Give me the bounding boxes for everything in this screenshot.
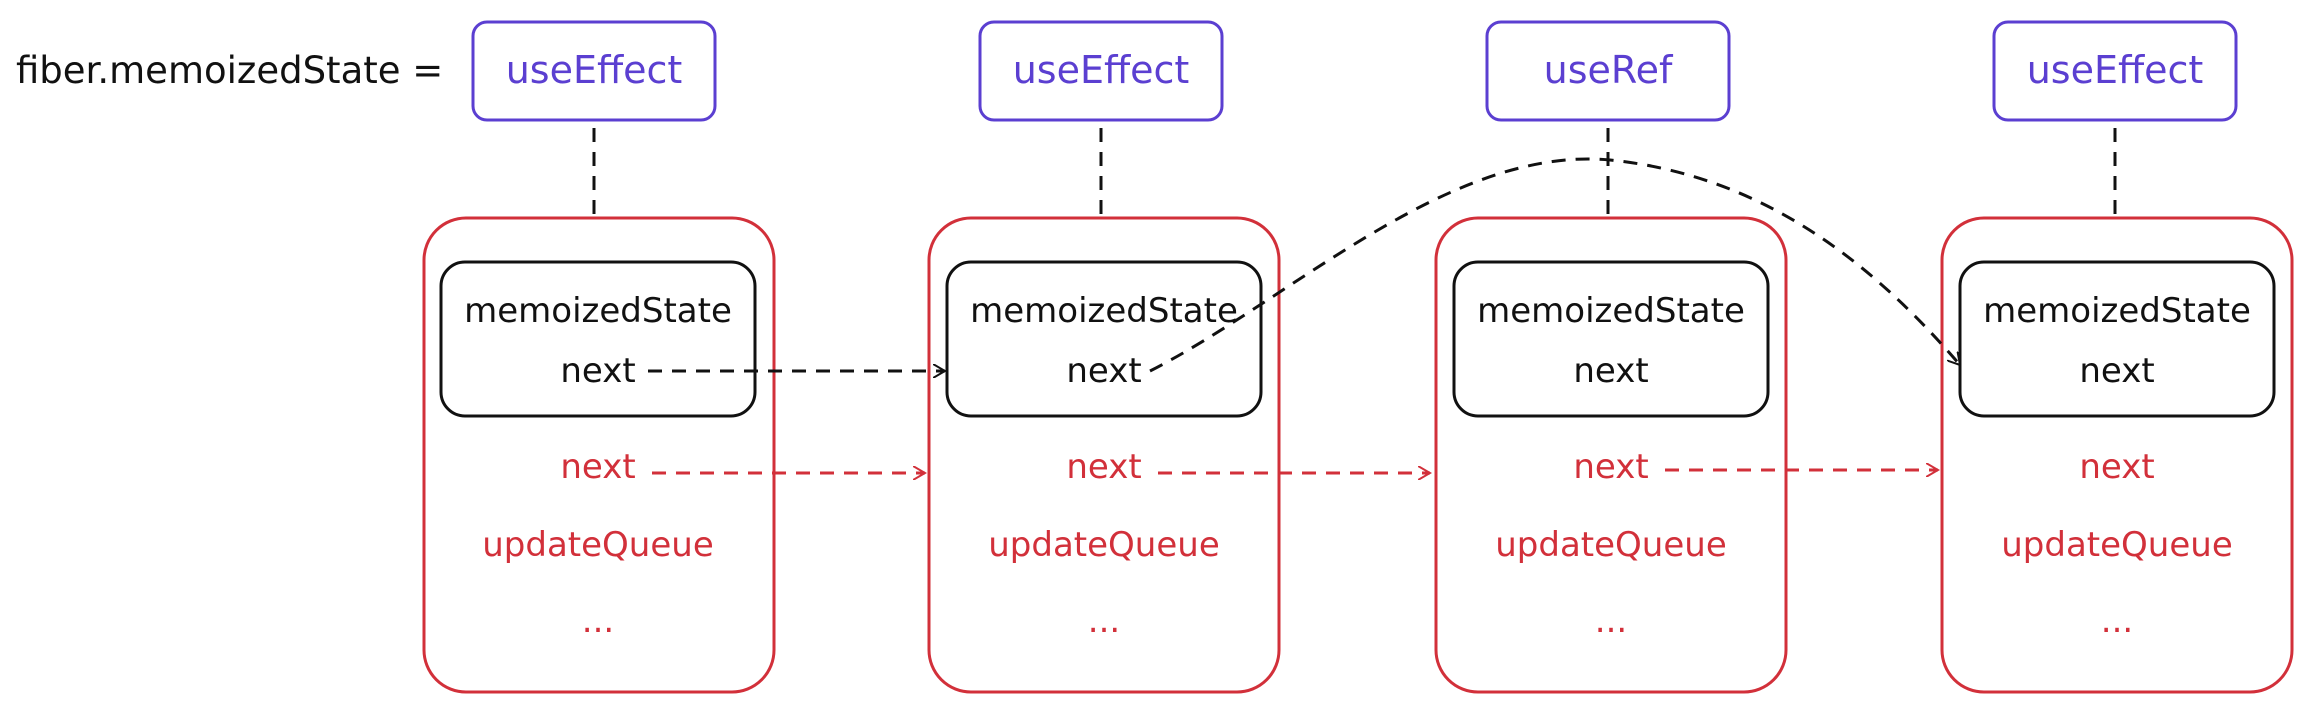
fiber-node-box bbox=[422, 216, 776, 694]
inner-memoized-state: memoizedState bbox=[1477, 291, 1745, 331]
fiber-next: next bbox=[1573, 447, 1648, 487]
hook-label-box bbox=[471, 20, 717, 122]
hook-column-4: useEffect memoizedState next next update… bbox=[1940, 20, 2294, 694]
hook-column-1: useEffect memoizedState next next update… bbox=[422, 20, 776, 694]
fiber-ellipsis: ... bbox=[1595, 601, 1627, 641]
fiber-next: next bbox=[1066, 447, 1141, 487]
hook-next-arrow-2-to-4 bbox=[1149, 157, 1960, 373]
hook-label: useEffect bbox=[2027, 48, 2204, 92]
inner-next: next bbox=[1573, 351, 1648, 391]
hook-state-box bbox=[945, 260, 1263, 418]
fiber-update-queue: updateQueue bbox=[988, 525, 1220, 565]
fiber-next: next bbox=[2079, 447, 2154, 487]
fiber-update-queue: updateQueue bbox=[482, 525, 714, 565]
hook-label-box bbox=[978, 20, 1224, 122]
hook-state-box bbox=[1958, 260, 2276, 418]
hook-label: useEffect bbox=[1013, 48, 1190, 92]
inner-memoized-state: memoizedState bbox=[970, 291, 1238, 331]
inner-memoized-state: memoizedState bbox=[464, 291, 732, 331]
fiber-node-box bbox=[1940, 216, 2294, 694]
inner-memoized-state: memoizedState bbox=[1983, 291, 2251, 331]
hook-label: useRef bbox=[1544, 48, 1674, 92]
inner-next: next bbox=[2079, 351, 2154, 391]
hook-column-3: useRef memoizedState next next updateQue… bbox=[1434, 20, 1788, 694]
fiber-update-queue: updateQueue bbox=[1495, 525, 1727, 565]
fiber-node-box bbox=[1434, 216, 1788, 694]
fiber-ellipsis: ... bbox=[1088, 601, 1120, 641]
hook-label: useEffect bbox=[506, 48, 683, 92]
inner-next: next bbox=[1066, 351, 1141, 391]
hook-label-box bbox=[1992, 20, 2238, 122]
hook-column-2: useEffect memoizedState next next update… bbox=[927, 20, 1281, 694]
hook-state-box bbox=[1452, 260, 1770, 418]
fiber-node-box bbox=[927, 216, 1281, 694]
fiber-next: next bbox=[560, 447, 635, 487]
hook-state-box bbox=[439, 260, 757, 418]
fiber-update-queue: updateQueue bbox=[2001, 525, 2233, 565]
hook-label-box bbox=[1485, 20, 1731, 122]
inner-next: next bbox=[560, 351, 635, 391]
fiber-ellipsis: ... bbox=[2101, 601, 2133, 641]
fiber-ellipsis: ... bbox=[582, 601, 614, 641]
memoized-state-prefix: fiber.memoizedState = bbox=[16, 49, 443, 92]
